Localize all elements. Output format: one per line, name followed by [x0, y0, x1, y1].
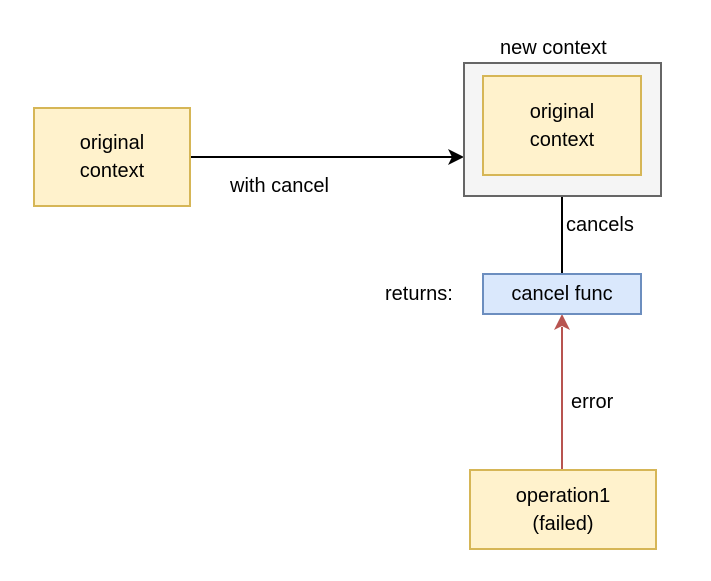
operation1-node[interactable]: operation1 (failed): [469, 469, 657, 550]
cancels-label: cancels: [566, 214, 634, 236]
error-arrowhead: [554, 314, 570, 330]
inner-original-context-node[interactable]: original context: [482, 75, 642, 176]
cancel-func-node[interactable]: cancel func: [482, 273, 642, 315]
returns-label: returns:: [385, 283, 453, 305]
with-cancel-label: with cancel: [230, 175, 329, 197]
error-label: error: [571, 391, 614, 413]
original-context-node[interactable]: original context: [33, 107, 191, 207]
new-context-title: new context: [500, 37, 607, 59]
with-cancel-arrowhead: [448, 149, 464, 165]
